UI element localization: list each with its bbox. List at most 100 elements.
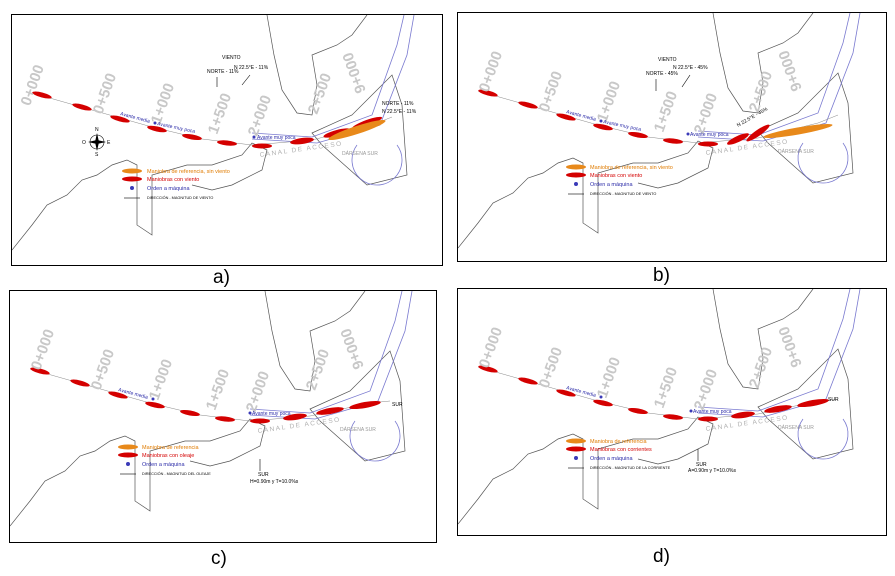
ship-marker (110, 115, 130, 123)
km-label: 2+500 (746, 345, 776, 390)
turning-basin (797, 418, 849, 460)
order-label: Avante media (565, 385, 596, 399)
legend-arrow-label: DIRECCIÓN - MAGNITUD DE LA CORRIENTE (590, 465, 671, 470)
ship-marker (145, 401, 165, 409)
svg-text:N: N (95, 127, 99, 133)
km-label: 000+6 (336, 327, 366, 372)
ship-marker (731, 411, 755, 419)
km-label: 0+500 (90, 71, 120, 116)
legend-reference-symbol (566, 438, 586, 444)
legend-forcing-label: Maniobras con oleaje (142, 453, 194, 459)
legend-order-symbol (126, 462, 130, 466)
km-label: 2+500 (305, 71, 335, 116)
km-label: 0+500 (88, 347, 118, 392)
channel-edge-north (697, 289, 851, 412)
channel-edge-north (249, 291, 403, 414)
km-label: 1+500 (203, 367, 233, 412)
km-label: 2+500 (303, 347, 333, 392)
north-coastline (712, 289, 814, 390)
legend-forcing-label: Maniobras con corrientes (590, 447, 652, 453)
ship-marker (478, 365, 498, 373)
current-label: SUR (828, 397, 839, 403)
ship-positions (478, 89, 770, 147)
ship-marker (250, 418, 270, 424)
wind-arrow (241, 74, 251, 86)
map-b: 0+000 0+500 1+000 1+500 2+000 2+500 000+… (458, 13, 861, 249)
order-dot (151, 397, 155, 401)
dock-outline (309, 350, 406, 462)
km-label: 1+000 (146, 357, 176, 402)
wind-label: VIENTO (222, 55, 241, 61)
ship-positions (478, 365, 829, 422)
order-label: Avante media (565, 109, 596, 123)
km-label: 1+000 (594, 355, 624, 400)
map-a: 0+000 0+500 1+000 1+500 2+000 2+500 000+… (12, 15, 417, 251)
legend-forcing-symbol (566, 172, 586, 178)
ship-marker (518, 377, 538, 385)
legend-forcing-symbol (122, 176, 142, 182)
order-dot (689, 409, 693, 413)
south-coastline (12, 142, 268, 251)
caption-a: a) (213, 267, 230, 288)
ship-marker (797, 398, 829, 408)
south-coastline (458, 416, 714, 525)
wind-label: NORTE - 11% (382, 101, 414, 107)
wind-label: VIENTO (658, 57, 677, 63)
ship-marker (746, 124, 770, 142)
order-label: Avante muy poca (257, 135, 296, 141)
legend: Maniobra de referencia, sin viento Manio… (566, 164, 673, 196)
legend-reference-label: Maniobra de referencia, sin viento (147, 169, 230, 175)
ship-marker (32, 91, 52, 99)
channel-edge-north (251, 15, 405, 138)
turning-basin (349, 420, 401, 462)
order-dot (686, 132, 690, 136)
legend-arrow-label: DIRECCIÓN - MAGNITUD DE VIENTO (147, 195, 213, 200)
legend: Maniobra de referencia Maniobras con cor… (566, 438, 671, 470)
compass-rose: N E S O (82, 127, 111, 158)
legend-order-label: Orden a máquina (590, 182, 633, 188)
ship-marker (727, 133, 749, 145)
ship-positions (30, 367, 381, 424)
turning-basin (797, 142, 849, 184)
ship-marker (349, 400, 381, 410)
ship-marker (663, 414, 683, 420)
legend-reference-label: Maniobra de referencia, sin viento (590, 165, 673, 171)
current-label: SUR (696, 462, 707, 468)
ship-marker (30, 367, 50, 375)
legend-order-symbol (130, 186, 134, 190)
ship-marker (70, 379, 90, 387)
ship-marker (593, 399, 613, 407)
current-label: A=0.90m y T=10.0%s (688, 468, 736, 474)
order-dot (252, 135, 256, 139)
wind-label: N 22.5°E - 45% (673, 65, 708, 71)
ship-marker (593, 123, 613, 131)
km-label: 2+000 (245, 93, 275, 138)
reference-ship (328, 119, 386, 141)
turning-basin (351, 144, 403, 186)
ship-marker (478, 89, 498, 97)
legend-arrow-label: DIRECCIÓN - MAGNITUD DEL OLEAJE (142, 471, 211, 476)
legend-arrow-label: DIRECCIÓN - MAGNITUD DE VIENTO (590, 191, 656, 196)
legend-reference-label: Maniobra de referencia (142, 445, 200, 451)
legend: Maniobra de referencia Maniobras con ole… (118, 444, 211, 476)
ship-marker (764, 405, 792, 413)
ship-marker (628, 407, 648, 415)
north-coastline (264, 291, 366, 392)
panel-d: 0+000 0+500 1+000 1+500 2+000 2+500 000+… (457, 288, 887, 536)
order-label: Avante muy poca (693, 409, 732, 415)
legend-reference-symbol (118, 444, 138, 450)
legend-order-symbol (574, 456, 578, 460)
km-label: 000+6 (774, 325, 804, 370)
ship-marker (698, 416, 718, 422)
ship-marker (316, 407, 344, 415)
ship-marker (556, 389, 576, 397)
south-coastline (458, 140, 714, 249)
north-coastline (266, 15, 368, 116)
wind-label: NORTE - 45% (646, 71, 678, 77)
caption-b: b) (653, 265, 670, 286)
wind-arrow (681, 74, 691, 88)
south-coastline (10, 418, 266, 527)
ship-marker (180, 409, 200, 417)
svg-text:S: S (95, 152, 99, 158)
km-label: 0+500 (536, 69, 566, 114)
